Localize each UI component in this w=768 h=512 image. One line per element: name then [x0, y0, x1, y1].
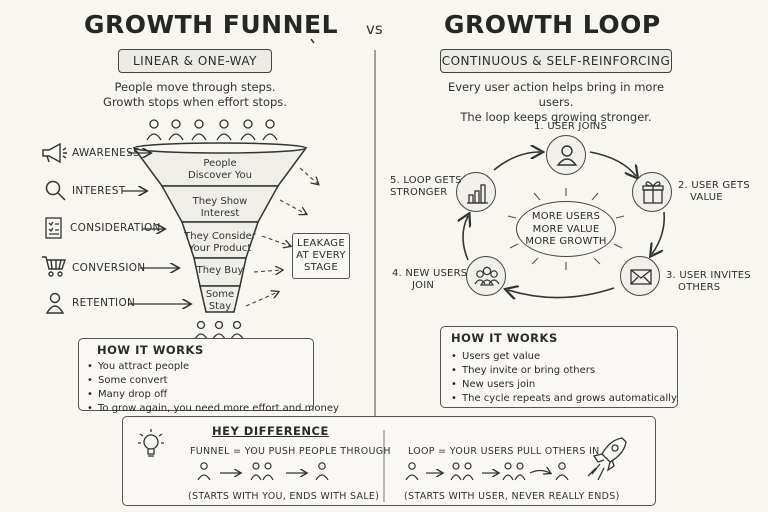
loop-step-1-label: 1. USER JOINS [534, 121, 608, 132]
rocket-icon [587, 437, 627, 481]
difference-box [122, 416, 656, 506]
group-icon [474, 266, 500, 286]
bar-chart-icon [467, 184, 488, 204]
funnel-title: GROWTH FUNNEL [84, 10, 339, 39]
crowd-bottom-icon [194, 320, 244, 340]
funnel-description: People move through steps. Growth stops … [90, 80, 300, 110]
user-icon [556, 145, 578, 166]
funnel-how-title: HOW IT WORKS [97, 343, 204, 357]
crowd-top-icon [146, 119, 278, 141]
loop-node-chart [456, 172, 496, 212]
megaphone-icon [42, 142, 67, 164]
loop-title: GROWTH LOOP [444, 10, 661, 39]
vs-label: vs [366, 20, 383, 38]
funnel-how-item: You attract people [87, 360, 305, 374]
loop-pill: CONTINUOUS & SELF-REINFORCING [440, 49, 672, 73]
magnifier-icon [45, 180, 66, 201]
loop-node-gift [632, 172, 672, 212]
center-divider [374, 50, 376, 420]
funnel-layer-4: They Buy [196, 265, 244, 276]
loop-how-item: New users join [451, 378, 667, 392]
difference-funnel-note: (STARTS WITH YOU, ENDS WITH SALE) [188, 491, 380, 502]
funnel-how-item: Many drop off [87, 388, 305, 402]
loop-node-user [546, 135, 586, 175]
difference-funnel-text: FUNNEL = YOU PUSH PEOPLE THROUGH [190, 446, 391, 457]
loop-how-title: HOW IT WORKS [451, 331, 558, 345]
envelope-icon [630, 269, 652, 285]
funnel-how-item: Some convert [87, 374, 305, 388]
loop-desc-line1: Every user action helps bring in more us… [447, 80, 665, 109]
cart-icon [42, 256, 66, 277]
loop-description: Every user action helps bring in more us… [430, 80, 682, 125]
loop-how-item: Users get value [451, 350, 667, 364]
difference-title: HEY DIFFERENCE [212, 424, 329, 438]
loop-flow-icon [405, 462, 569, 481]
funnel-how-it-works: HOW IT WORKS You attract people Some con… [78, 338, 339, 416]
funnel-flow-icon [197, 462, 329, 481]
difference-divider [383, 430, 385, 502]
funnel-shape [132, 142, 308, 313]
stage-consideration: CONSIDERATION [70, 222, 161, 234]
loop-node-group [466, 256, 506, 296]
loop-how-item: The cycle repeats and grows automaticall… [451, 392, 677, 406]
checklist-icon [45, 217, 62, 239]
stage-awareness: AWARENESS [72, 147, 141, 159]
funnel-pill: LINEAR & ONE-WAY [118, 49, 272, 73]
funnel-desc-line2: Growth stops when effort stops. [103, 95, 287, 109]
stage-interest: INTEREST [72, 185, 126, 197]
loop-how-it-works: HOW IT WORKS Users get value They invite… [440, 326, 678, 408]
funnel-how-item: To grow again, you need more effort and … [87, 402, 339, 416]
difference-loop-note: (STARTS WITH USER, NEVER REALLY ENDS) [404, 491, 620, 502]
stage-conversion: CONVERSION [72, 262, 146, 274]
loop-how-item: They invite or bring others [451, 364, 667, 378]
lightbulb-icon [138, 429, 164, 457]
difference-loop-text: LOOP = YOUR USERS PULL OTHERS IN [408, 446, 600, 457]
loop-desc-line2: The loop keeps growing stronger. [460, 110, 652, 124]
stage-retention: RETENTION [72, 297, 136, 309]
title-tick-mark [310, 38, 315, 44]
funnel-desc-line1: People move through steps. [114, 80, 276, 94]
loop-node-envelope [620, 256, 660, 296]
gift-icon [642, 181, 664, 204]
person-icon [45, 292, 65, 314]
